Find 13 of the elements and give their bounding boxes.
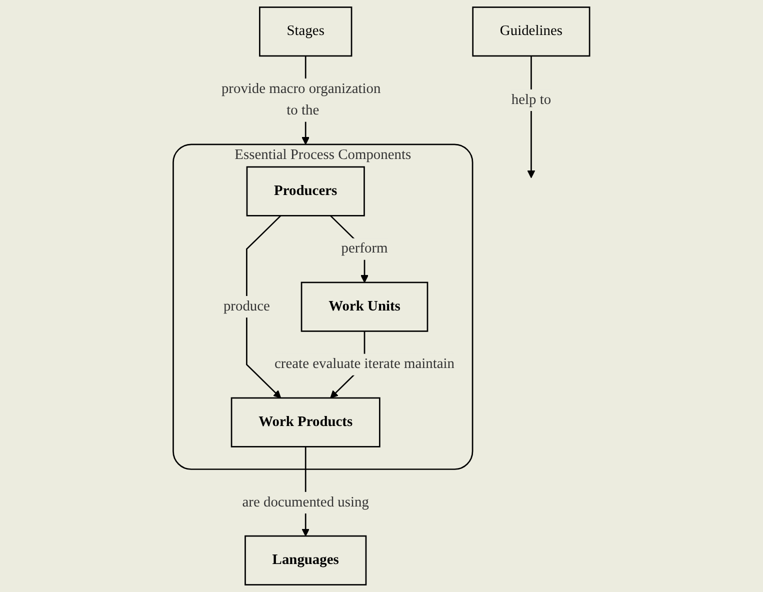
node-box: Work Products — [230, 397, 380, 448]
edge-label: provide macro organization to the — [222, 81, 381, 118]
node-box: Languages — [244, 535, 367, 586]
edge-label: perform — [341, 240, 388, 256]
node-box: Work Units — [300, 282, 428, 332]
edge-label: help to — [511, 92, 552, 108]
edge-label: are documented using — [242, 494, 370, 510]
edge-label: create evaluate iterate maintain — [274, 356, 455, 372]
node-box: Guidelines — [472, 6, 590, 57]
arrow — [246, 215, 282, 398]
node-box: Producers — [246, 166, 366, 216]
edge-label: produce — [224, 298, 270, 314]
node-box: Stages — [259, 6, 352, 57]
